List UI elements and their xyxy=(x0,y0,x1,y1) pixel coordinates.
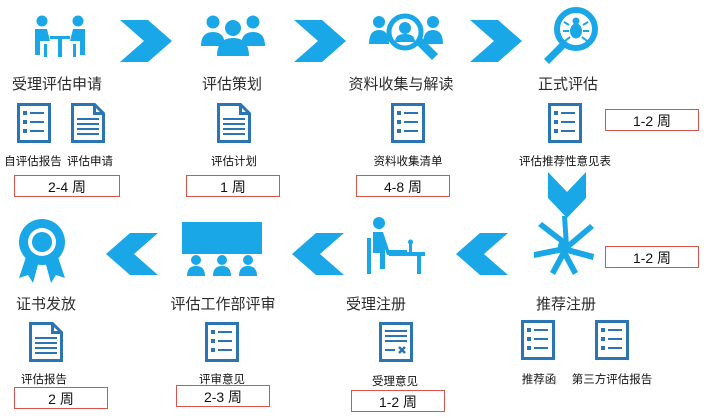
document-label: 推荐函 xyxy=(521,372,557,386)
duration-box: 1-2 周 xyxy=(351,390,445,412)
checklist-icon xyxy=(595,320,629,360)
duration-box: 2 周 xyxy=(14,387,108,409)
rejected-document-icon xyxy=(379,322,413,362)
duration-box: 1 周 xyxy=(186,175,280,197)
document-icon xyxy=(71,103,105,143)
checklist-icon xyxy=(17,103,51,143)
stage-title: 评估工作部评审 xyxy=(170,295,276,313)
chevron-right-icon xyxy=(294,20,346,62)
checklist-icon xyxy=(205,322,239,362)
chevron-right-icon xyxy=(120,20,172,62)
chevron-down-icon xyxy=(548,172,586,218)
document-label: 受理意见 xyxy=(372,374,418,388)
document-icon xyxy=(217,103,251,143)
search-people-icon xyxy=(369,13,443,60)
chevron-left-icon xyxy=(106,233,158,275)
office-desk-icon xyxy=(367,217,425,274)
duration-box: 2-3 周 xyxy=(176,385,270,407)
document-label: 自评估报告 xyxy=(4,154,62,168)
stage-title: 资料收集与解读 xyxy=(348,75,454,93)
chevron-left-icon xyxy=(292,233,344,275)
stage-title: 推荐注册 xyxy=(535,295,597,313)
stage-title: 受理注册 xyxy=(345,295,407,313)
presentation-icon xyxy=(182,222,262,276)
document-label: 第三方评估报告 xyxy=(571,372,653,386)
document-label: 评审意见 xyxy=(199,372,245,386)
duration-box: 1-2 周 xyxy=(605,109,699,131)
document-label: 评估申请 xyxy=(67,154,113,168)
duration-box: 2-4 周 xyxy=(14,175,120,197)
chevron-left-icon xyxy=(456,233,508,275)
award-icon xyxy=(19,219,65,283)
meeting-icon xyxy=(35,15,85,57)
document-label: 评估报告 xyxy=(21,372,67,386)
duration-box: 1-2 周 xyxy=(605,246,699,268)
document-label: 评估推荐性意见表 xyxy=(519,154,611,168)
bug-search-icon xyxy=(544,7,598,64)
team-icon xyxy=(201,15,265,56)
checklist-icon xyxy=(548,103,582,143)
stage-title: 正式评估 xyxy=(537,75,599,93)
checklist-icon xyxy=(391,103,425,143)
document-label: 评估计划 xyxy=(211,154,257,168)
chevron-right-icon xyxy=(470,20,522,62)
document-label: 资料收集清单 xyxy=(373,154,443,168)
stage-title: 评估策划 xyxy=(201,75,263,93)
duration-box: 4-8 周 xyxy=(356,175,450,197)
checklist-icon xyxy=(521,320,555,360)
stage-title: 证书发放 xyxy=(15,295,77,313)
hands-icon xyxy=(534,216,594,275)
document-icon xyxy=(29,322,63,362)
stage-title: 受理评估申请 xyxy=(11,75,103,93)
